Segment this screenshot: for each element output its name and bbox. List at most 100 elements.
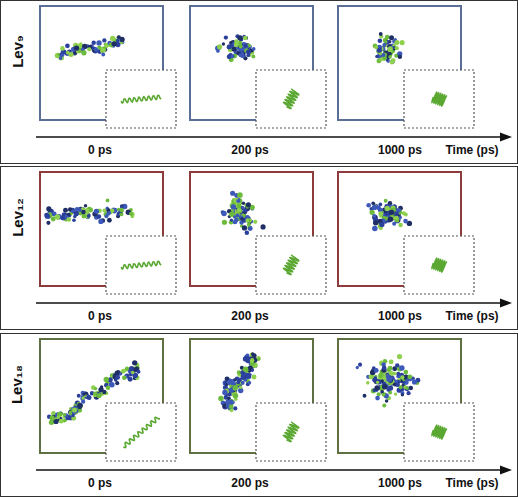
atom-bead: [111, 41, 116, 46]
atom-bead: [87, 214, 91, 218]
atom-bead: [46, 221, 50, 225]
axis-title: Time (ps): [445, 309, 498, 323]
atom-bead: [106, 199, 110, 203]
atom-bead: [74, 45, 79, 50]
atom-bead: [388, 216, 393, 221]
atom-bead: [393, 372, 397, 376]
atom-bead: [136, 370, 140, 374]
atom-bead: [400, 40, 405, 45]
atom-bead: [236, 199, 240, 203]
atom-bead: [96, 393, 101, 398]
atom-bead: [72, 407, 77, 412]
atom-bead: [237, 192, 243, 198]
atom-bead: [400, 375, 404, 379]
atom-bead: [233, 385, 238, 390]
atom-bead: [398, 223, 402, 227]
atom-bead: [97, 214, 102, 219]
atom-bead: [129, 366, 134, 371]
atom-bead: [81, 391, 85, 395]
atom-bead: [129, 212, 133, 216]
atom-bead: [107, 211, 111, 215]
atom-bead: [246, 50, 251, 55]
time-label: 0 ps: [88, 143, 112, 157]
atom-bead: [252, 375, 257, 380]
atom-bead: [371, 201, 375, 205]
backbone-inset: [256, 236, 326, 294]
atom-bead: [404, 213, 408, 217]
atom-bead: [392, 222, 396, 226]
time-label: 0 ps: [88, 476, 112, 490]
atom-bead: [374, 385, 380, 391]
atom-bead: [243, 36, 248, 41]
atom-bead: [399, 385, 403, 389]
atom-bead: [396, 383, 400, 387]
time-label: 1000 ps: [378, 143, 422, 157]
panel-frame: Lev₁₈: [0, 333, 518, 497]
atom-bead: [115, 375, 120, 380]
atom-bead: [71, 209, 75, 213]
atom-bead: [222, 220, 227, 225]
atom-bead: [394, 40, 399, 45]
atom-bead: [358, 363, 362, 367]
backbone-inset: [404, 70, 474, 128]
atom-bead: [382, 53, 386, 57]
atom-bead: [122, 375, 127, 380]
atom-bead: [59, 419, 64, 424]
atom-bead: [66, 51, 70, 55]
atom-bead: [239, 44, 243, 48]
atom-bead: [387, 377, 393, 383]
atom-bead: [63, 413, 66, 416]
atom-bead: [231, 204, 236, 209]
series-label: Lev₁₂: [9, 198, 26, 237]
md-frame: [190, 172, 313, 286]
time-label: 1000 ps: [378, 476, 422, 490]
atom-bead: [63, 208, 68, 213]
time-label: 1000 ps: [378, 309, 422, 323]
backbone-inset: [404, 236, 474, 294]
atom-bead: [81, 50, 86, 55]
atom-bead: [384, 199, 388, 203]
axis-title: Time (ps): [445, 143, 498, 157]
atom-bead: [218, 396, 223, 401]
atom-bead: [237, 204, 242, 209]
atom-bead: [55, 214, 60, 219]
atom-bead: [374, 368, 379, 373]
atom-bead: [260, 224, 265, 229]
atom-bead: [401, 393, 404, 396]
atom-bead: [81, 400, 85, 404]
atom-bead: [115, 371, 120, 376]
atom-bead: [388, 386, 393, 391]
atom-bead: [390, 60, 394, 64]
atom-bead: [398, 55, 402, 59]
atom-bead: [396, 372, 400, 376]
atom-bead: [253, 220, 257, 224]
atom-bead: [244, 44, 248, 48]
atom-bead: [374, 45, 378, 49]
atom-bead: [98, 387, 103, 392]
atom-bead: [46, 206, 51, 211]
atom-bead: [366, 203, 371, 208]
atom-bead: [377, 392, 381, 396]
axis-title: Time (ps): [445, 476, 498, 490]
atom-bead: [241, 374, 247, 380]
atom-bead: [109, 382, 114, 387]
time-axis: [36, 466, 512, 475]
atom-bead: [378, 39, 383, 44]
atom-bead: [65, 43, 70, 48]
atom-bead: [71, 406, 76, 411]
atom-bead: [217, 44, 222, 49]
atom-bead: [60, 215, 65, 220]
atom-bead: [246, 373, 251, 378]
atom-bead: [226, 404, 230, 408]
atom-bead: [375, 55, 379, 59]
atom-bead: [237, 378, 242, 383]
atom-bead: [379, 57, 383, 61]
atom-bead: [216, 50, 219, 53]
atom-bead: [385, 399, 389, 403]
atom-bead: [104, 214, 108, 218]
atom-bead: [61, 53, 65, 57]
atom-bead: [395, 46, 399, 50]
atom-bead: [246, 218, 250, 222]
atom-bead: [233, 220, 238, 225]
backbone-inset: [256, 70, 326, 128]
